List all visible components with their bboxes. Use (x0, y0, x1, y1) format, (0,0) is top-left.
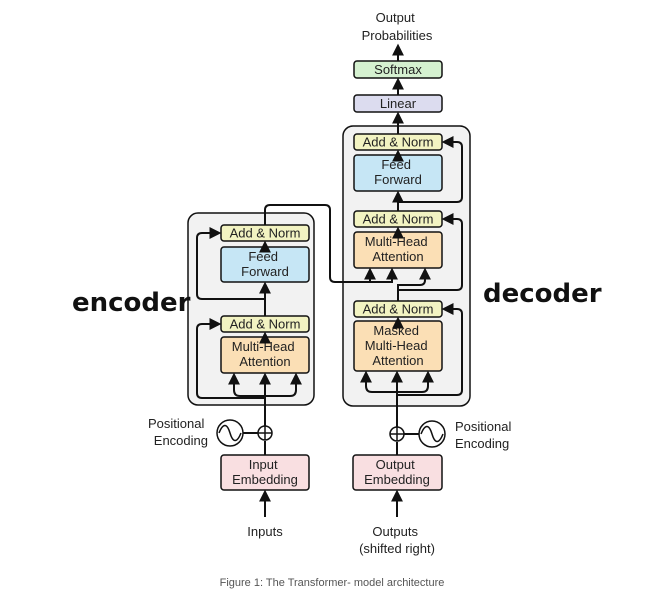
linear-label: Linear (380, 96, 417, 111)
softmax-label: Softmax (374, 62, 422, 77)
encoder-add-circle-icon (257, 425, 273, 441)
encoder-label: encoder (72, 288, 191, 318)
decoder-connectors (360, 43, 463, 517)
decoder-feed-forward-label: Feed Forward (374, 157, 422, 187)
inputs-label: Inputs (247, 524, 283, 539)
decoder-label: decoder (483, 279, 602, 309)
outputs-label: Outputs (shifted right) (359, 524, 435, 556)
output-probabilities-label: Output Probabilities (362, 10, 433, 43)
input-embedding-label: Input Embedding (232, 457, 298, 487)
decoder-masked-multi-head-attention-label: Masked Multi-Head Attention (365, 323, 431, 368)
decoder-multi-head-attention-label: Multi-Head Attention (365, 234, 431, 264)
encoder-positional-encoding-label: Positional Encoding (148, 416, 208, 448)
decoder-positional-encoding-label: Positional Encoding (455, 419, 515, 451)
decoder-add-norm-top-label: Add & Norm (363, 135, 434, 150)
encoder-connectors (196, 204, 398, 517)
encoder-multi-head-attention-label: Multi-Head Attention (232, 339, 298, 369)
decoder-positional-wave-icon (418, 420, 446, 448)
figure-caption: Figure 1: The Transformer- model archite… (220, 577, 445, 589)
encoder-positional-wave-icon (216, 419, 244, 447)
output-embedding-label: Output Embedding (364, 457, 430, 487)
decoder-add-norm-middle-label: Add & Norm (363, 212, 434, 227)
decoder-add-norm-bottom-label: Add & Norm (363, 302, 434, 317)
encoder-add-norm-bottom-label: Add & Norm (230, 317, 301, 332)
encoder-add-norm-top-label: Add & Norm (230, 226, 301, 241)
encoder-feed-forward-label: Feed Forward (241, 249, 289, 279)
decoder-add-circle-icon (389, 426, 405, 442)
